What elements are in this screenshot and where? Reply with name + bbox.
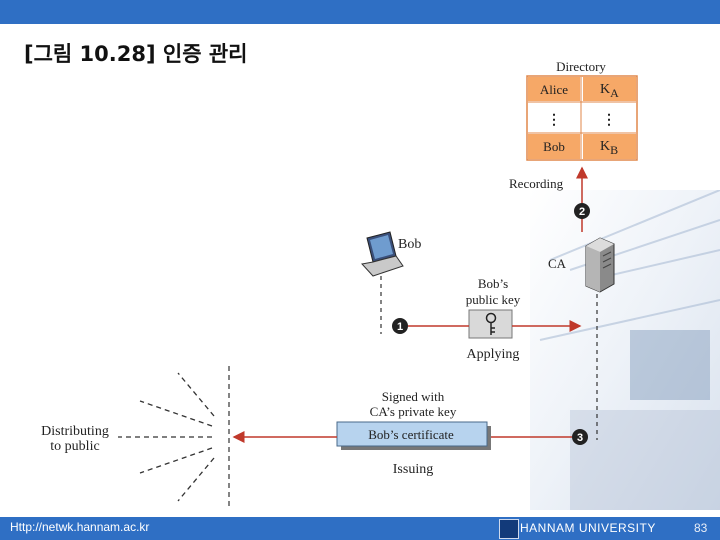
step-1-badge [392, 318, 408, 334]
directory-key-alice: KA [600, 82, 619, 100]
recording-label: Recording [509, 176, 564, 191]
page-number: 83 [694, 521, 708, 535]
background-photo [530, 190, 720, 510]
directory-title: Directory [556, 59, 606, 74]
directory-ellipsis-name: ⋮ [547, 113, 561, 128]
distributing-line2: to public [50, 439, 99, 454]
footer-url: Http://netwk.hannam.ac.kr [10, 520, 150, 534]
bottom-accent-bar [0, 517, 720, 540]
step-3-badge [572, 429, 588, 445]
distributing-line1: Distributing [41, 424, 109, 439]
public-key-label-line2: public key [466, 292, 521, 307]
directory-key-bob: KB [600, 139, 618, 157]
laptop-icon [361, 231, 404, 277]
signed-with-line1: Signed with [382, 389, 445, 404]
server-icon [585, 237, 615, 293]
svg-text:3: 3 [577, 432, 583, 444]
issuing-label: Issuing [393, 462, 433, 477]
signed-with-line2: CA’s private key [370, 404, 457, 419]
slide-title: [그림 10.28] 인증 관리 [24, 42, 248, 66]
directory-name-bob: Bob [543, 139, 565, 154]
public-key-label-line1: Bob’s [478, 276, 508, 291]
certificate-box [336, 421, 488, 447]
directory-ellipsis-key: ⋮ [602, 113, 616, 128]
certificate-label: Bob’s certificate [368, 427, 454, 442]
broadcast-rays [118, 372, 215, 502]
svg-text:1: 1 [397, 321, 403, 333]
step-2-badge [574, 203, 590, 219]
university-logo-icon [499, 519, 519, 539]
ca-label: CA [548, 256, 567, 271]
key-icon [485, 312, 497, 335]
directory-cell-bob [528, 134, 580, 159]
bob-label: Bob [398, 237, 421, 252]
directory-cell-ka [583, 77, 636, 101]
top-accent-bar [0, 0, 720, 24]
directory-name-alice: Alice [540, 82, 568, 97]
directory-cell-kb [583, 134, 636, 159]
directory-cell-alice [528, 77, 580, 101]
footer-university: HANNAM UNIVERSITY [520, 521, 656, 535]
applying-label: Applying [467, 347, 520, 362]
svg-text:2: 2 [579, 206, 585, 218]
